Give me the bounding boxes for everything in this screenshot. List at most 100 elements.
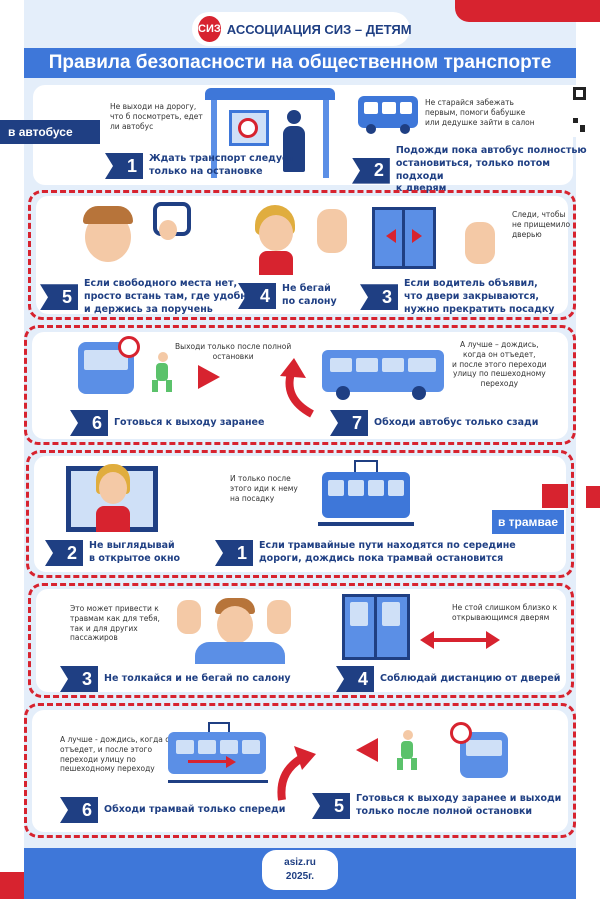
girl-illustration bbox=[245, 205, 347, 275]
footer-badge: asiz.ru 2025г. bbox=[262, 850, 338, 890]
step-number: 6 bbox=[60, 797, 98, 823]
note: Это может привести к травмам как для теб… bbox=[70, 604, 160, 643]
tram-illustration bbox=[318, 460, 414, 530]
section-bus: в автобусе bbox=[0, 120, 100, 144]
note-line: А лучше – дождись, bbox=[459, 340, 539, 349]
step-number: 3 bbox=[360, 284, 398, 311]
note-line: этого иди к нему bbox=[230, 483, 298, 493]
step-number: 1 bbox=[215, 540, 253, 566]
step-number: 2 bbox=[352, 157, 390, 184]
step-number: 4 bbox=[336, 666, 374, 692]
bus-front-icon bbox=[78, 336, 140, 400]
note: Не выходи на дорогу, что б посмотреть, е… bbox=[110, 102, 203, 131]
step-text: Готовься к выходу заранее и выходи bbox=[356, 793, 562, 805]
step-number: 2 bbox=[45, 540, 83, 566]
doors-illustration bbox=[372, 207, 442, 269]
tram-step-3: 3 Не толкайся и не бегай по салону bbox=[60, 666, 291, 692]
note: И только после этого иди к нему на посад… bbox=[230, 474, 298, 503]
clock-icon bbox=[118, 336, 140, 358]
note-line: отъедет, и после этого bbox=[60, 744, 153, 754]
note-line: что б посмотреть, едет bbox=[110, 111, 203, 121]
corner-decoration bbox=[542, 484, 568, 508]
logo: СИЗ АССОЦИАЦИЯ СИЗ – ДЕТЯМ bbox=[192, 12, 412, 46]
note-line: И только после bbox=[230, 474, 291, 483]
note-line: Не выходи на дорогу, bbox=[110, 102, 197, 111]
step-number: 6 bbox=[70, 410, 108, 436]
step-number: 1 bbox=[105, 153, 143, 179]
note: Не старайся забежать первым, помоги бабу… bbox=[425, 98, 535, 127]
tram-front-icon bbox=[450, 722, 512, 780]
step-text: Не бегай bbox=[282, 283, 331, 295]
corner-decoration bbox=[586, 486, 600, 508]
bus-step-5: 5 Если свободного места нет,просто встан… bbox=[40, 278, 253, 316]
step-text: дороги, дождись пока трамвай остановится bbox=[259, 553, 504, 564]
note-line: или дедушке зайти в салон bbox=[425, 117, 535, 127]
step-number: 5 bbox=[40, 284, 78, 311]
running-person-icon bbox=[150, 352, 176, 392]
tram-step-6: 6 Обходи трамвай только спереди bbox=[60, 797, 285, 823]
step-text: Не выглядывай bbox=[89, 540, 175, 552]
tram-doors-illustration bbox=[342, 594, 412, 660]
window-girl-illustration bbox=[66, 464, 158, 534]
tram-step-1: 1 Если трамвайные пути находятся по сере… bbox=[215, 540, 516, 566]
running-person-icon bbox=[395, 730, 421, 772]
note: А лучше – дождись, когда он отъедет, и п… bbox=[452, 340, 547, 389]
note-line: когда он отъедет, bbox=[463, 349, 536, 359]
section-tram: в трамвае bbox=[492, 510, 564, 534]
bus-step-7: 7 Обходи автобус только сзади bbox=[330, 410, 538, 436]
dashed-frame bbox=[28, 190, 576, 320]
arrow-right-icon bbox=[198, 365, 220, 389]
arrow-left-icon bbox=[356, 738, 378, 762]
step-text: в открытое окно bbox=[89, 553, 181, 564]
note-line: травмам как для тебя, bbox=[70, 613, 160, 623]
step-text: Ждать транспорт следует bbox=[149, 153, 294, 165]
boy-holding-rail-illustration bbox=[75, 200, 191, 270]
step-number: 3 bbox=[60, 666, 98, 692]
dashed-frame bbox=[24, 703, 576, 838]
double-arrow-icon bbox=[420, 631, 500, 649]
note-line: Выходи только после полной bbox=[175, 342, 292, 351]
note-line: дверью bbox=[512, 229, 542, 239]
step-text: по салону bbox=[282, 296, 337, 307]
tram-step-4: 4 Соблюдай дистанцию от дверей bbox=[336, 666, 560, 692]
boy-hands-up-illustration bbox=[175, 596, 305, 666]
note-line: пассажиров bbox=[70, 633, 118, 643]
note-line: открывающимся дверям bbox=[452, 612, 550, 622]
note-line: Не старайся забежать bbox=[425, 98, 514, 107]
note-line: не прищемило bbox=[512, 219, 571, 229]
step-text: Если трамвайные пути находятся по середи… bbox=[259, 540, 516, 552]
note-line: Не стой слишком близко к bbox=[452, 603, 558, 612]
logo-text: АССОЦИАЦИЯ СИЗ – ДЕТЯМ bbox=[226, 21, 412, 37]
note-line: на посадку bbox=[230, 493, 275, 503]
step-text: Подожди пока автобус полностью bbox=[395, 145, 587, 156]
bus-step-6: 6 Готовься к выходу заранее bbox=[70, 410, 264, 436]
note: А лучше - дождись, когда он отъедет, и п… bbox=[60, 735, 175, 774]
note-line: переходи улицу по bbox=[60, 754, 136, 764]
year-label: 2025г. bbox=[285, 871, 315, 882]
note-line: переходу bbox=[480, 379, 519, 388]
step-number: 5 bbox=[312, 793, 350, 819]
step-text: к дверям bbox=[395, 183, 447, 195]
person-icon bbox=[283, 126, 305, 172]
step-text: Если свободного места нет, bbox=[84, 278, 238, 289]
note-line: ли автобус bbox=[110, 121, 154, 131]
bus-side-illustration bbox=[322, 350, 444, 400]
step-text: и держись за поручень bbox=[84, 303, 213, 315]
note-line: остановки bbox=[212, 351, 254, 361]
curved-arrow-icon bbox=[280, 358, 315, 418]
step-text: Готовься к выходу заранее bbox=[114, 416, 265, 428]
step-text: Если водитель объявил, bbox=[404, 278, 538, 289]
step-text: только на остановке bbox=[149, 166, 263, 177]
clock-icon bbox=[450, 722, 472, 744]
logo-mark: СИЗ bbox=[198, 16, 221, 42]
note-line: пешеходному переходу bbox=[60, 764, 155, 774]
step-text: Не толкайся и не бегай по салону bbox=[104, 672, 291, 684]
step-text: просто встань там, где удобно bbox=[84, 290, 254, 302]
note-line: так и для других bbox=[70, 623, 138, 633]
step-number: 4 bbox=[238, 283, 276, 309]
note-line: и после этого переходи bbox=[452, 359, 547, 369]
site-link[interactable]: asiz.ru bbox=[284, 857, 316, 868]
